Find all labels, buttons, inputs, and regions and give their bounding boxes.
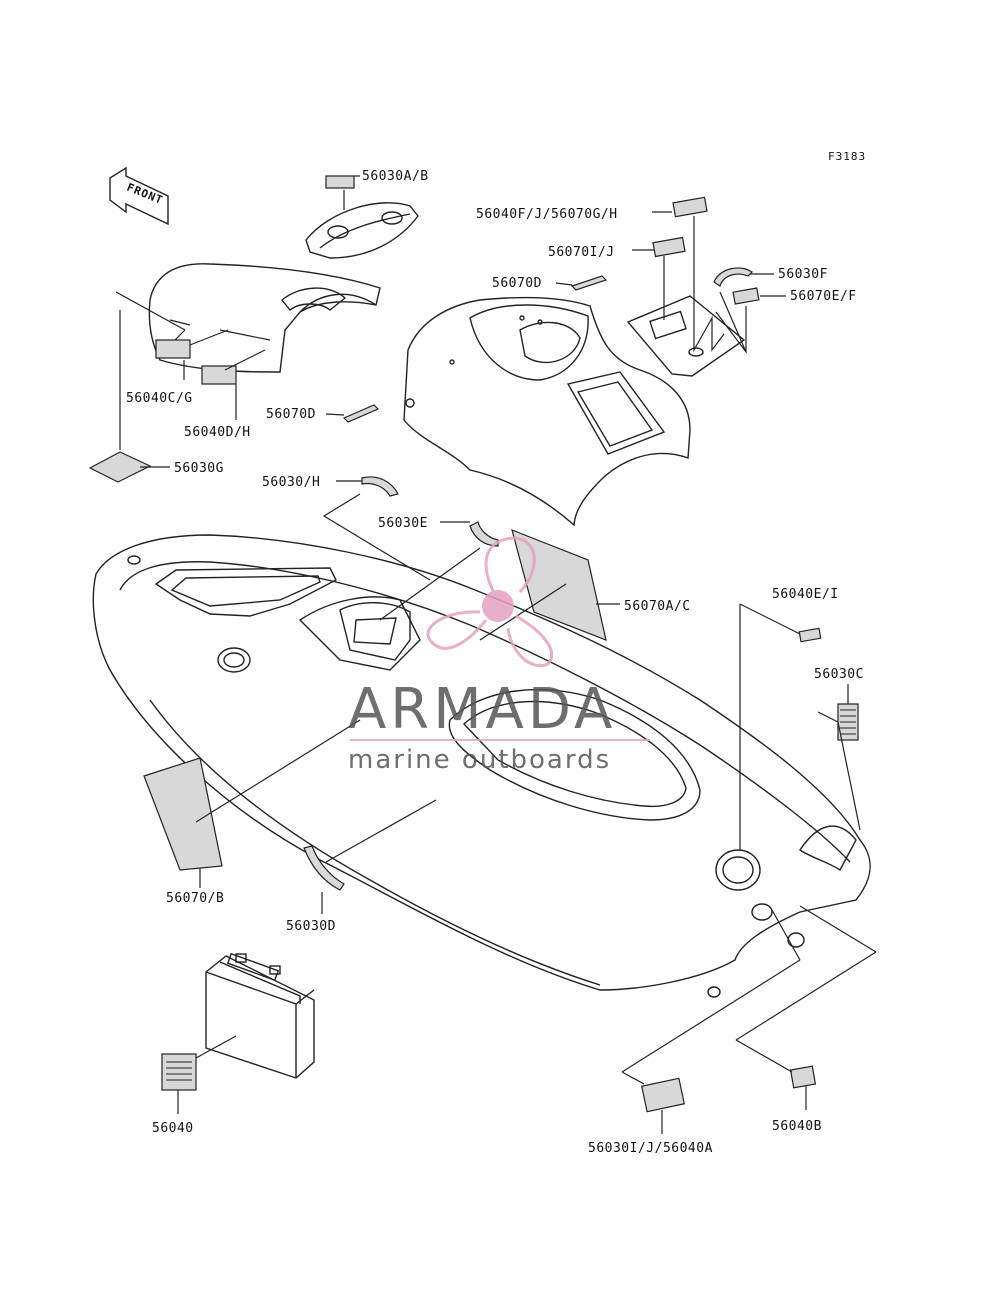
decal-56030f [713, 267, 753, 287]
label-56030d: 56030D [286, 919, 336, 934]
decal-56070ef [732, 287, 760, 305]
label-56030g: 56030G [174, 461, 224, 476]
decal-56040ei [798, 627, 822, 643]
front-arrow-icon: FRONT [109, 166, 169, 226]
label-56070b: 56070/B [166, 891, 224, 906]
decal-56040b [789, 1065, 817, 1089]
decal-56040cg [155, 339, 191, 359]
label-56030ab: 56030A/B [362, 169, 429, 184]
decal-56030ij [641, 1077, 685, 1113]
armada-watermark-logo: ARMADA marine outboards [348, 536, 650, 775]
rear-cowl-part [148, 263, 381, 373]
decal-56070d-mid [342, 404, 380, 423]
decal-56030h [361, 476, 399, 497]
decal-56040fj [672, 196, 708, 218]
decal-56030g [88, 451, 152, 483]
label-56030ij: 56030I/J/56040A [588, 1141, 713, 1156]
label-56030h: 56030/H [262, 475, 320, 490]
decal-56030e [469, 521, 499, 547]
figure-code: F3183 [828, 150, 866, 163]
steering-cover-part [305, 202, 419, 259]
label-56030f: 56030F [778, 267, 828, 282]
decal-56070b [143, 757, 223, 871]
decal-56030d [303, 845, 345, 891]
label-56040dh: 56040D/H [184, 425, 251, 440]
label-56070ef: 56070E/F [790, 289, 857, 304]
decal-56070ij [652, 236, 686, 258]
label-56040ei: 56040E/I [772, 587, 839, 602]
decal-56070d-top [570, 275, 608, 291]
label-56040fj: 56040F/J/56070G/H [476, 207, 618, 222]
hull-part [92, 534, 871, 998]
label-56040: 56040 [152, 1121, 194, 1136]
label-56070d-top: 56070D [492, 276, 542, 291]
label-56070ij: 56070I/J [548, 245, 615, 260]
cover-plate-part [626, 295, 746, 377]
decal-56030ab [325, 175, 355, 189]
battery-part [205, 952, 315, 1079]
label-56030e: 56030E [378, 516, 428, 531]
label-56040b: 56040B [772, 1119, 822, 1134]
label-56070ac: 56070A/C [624, 599, 691, 614]
watermark-brand: ARMADA [348, 677, 616, 742]
decal-56040 [161, 1053, 197, 1091]
watermark-tagline: marine outboards [348, 745, 611, 775]
label-56030c: 56030C [814, 667, 864, 682]
deck-cover-part [403, 296, 691, 527]
label-56070d-mid: 56070D [266, 407, 316, 422]
decal-56040dh [201, 365, 237, 385]
label-56040cg: 56040C/G [126, 391, 193, 406]
